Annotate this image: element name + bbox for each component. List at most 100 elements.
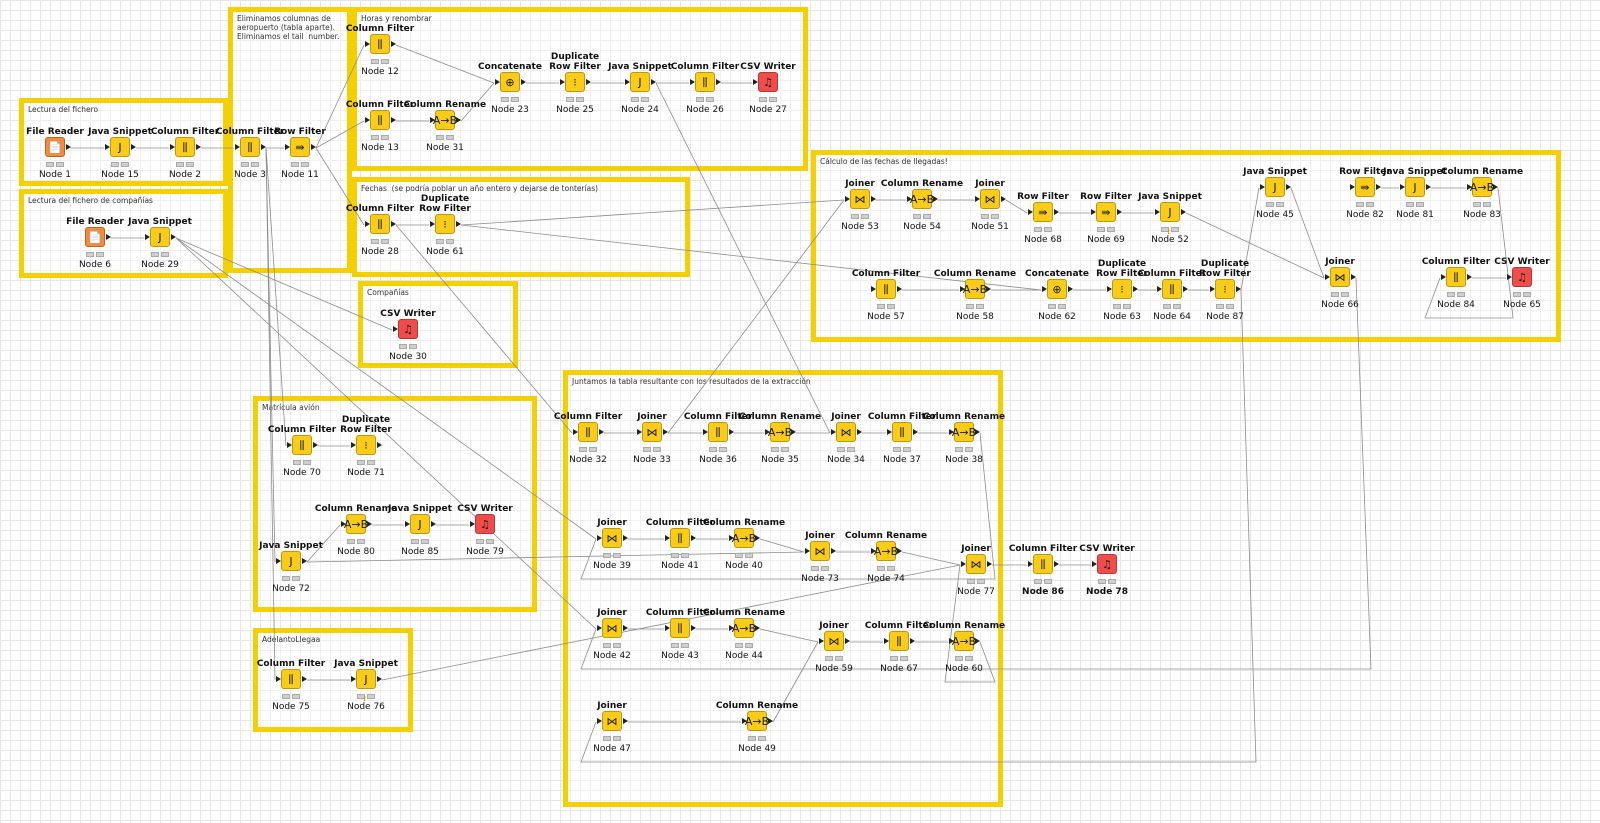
column-rename-icon[interactable]: A→B bbox=[952, 631, 976, 651]
csv-writer-icon[interactable]: ♫ bbox=[398, 319, 418, 339]
output-port[interactable] bbox=[391, 41, 396, 47]
input-port[interactable] bbox=[1350, 184, 1355, 190]
connection-60-77[interactable] bbox=[944, 564, 996, 683]
input-port[interactable] bbox=[351, 442, 356, 448]
input-port[interactable] bbox=[961, 561, 966, 567]
output-port[interactable] bbox=[391, 117, 396, 123]
connection-3-75[interactable] bbox=[265, 147, 276, 681]
connection-29-39[interactable] bbox=[175, 237, 597, 540]
node-23[interactable]: Concatenate⊕Node 23 bbox=[475, 48, 545, 118]
column-rename-icon[interactable]: A→B bbox=[910, 189, 934, 209]
output-port[interactable] bbox=[716, 79, 721, 85]
column-rename-icon[interactable]: A→B bbox=[433, 110, 457, 130]
output-port[interactable] bbox=[755, 535, 760, 541]
connection-33-53[interactable] bbox=[667, 199, 845, 434]
input-port[interactable] bbox=[341, 521, 346, 527]
connection-66-42[interactable] bbox=[580, 277, 1372, 670]
output-port[interactable] bbox=[521, 79, 526, 85]
column-filter-icon[interactable]: ⫼ bbox=[670, 528, 690, 548]
input-port[interactable] bbox=[573, 429, 578, 435]
output-port[interactable] bbox=[913, 429, 918, 435]
input-port[interactable] bbox=[665, 625, 670, 631]
annotation-lectura-companias[interactable]: Lectura del fichero de compañías bbox=[19, 189, 228, 278]
node-82[interactable]: Row Filter⇛Node 82 bbox=[1330, 153, 1400, 223]
duplicate-row-filter-icon[interactable]: ⁝ bbox=[435, 214, 455, 234]
output-port[interactable] bbox=[302, 676, 307, 682]
input-port[interactable] bbox=[393, 326, 398, 332]
java-snippet-icon[interactable]: J bbox=[410, 514, 430, 534]
column-rename-icon[interactable]: A→B bbox=[768, 422, 792, 442]
node-36[interactable]: Column Filter⫼Node 36 bbox=[683, 398, 753, 468]
output-port[interactable] bbox=[1286, 184, 1291, 190]
node-3[interactable]: Column Filter⫼Node 3 bbox=[215, 113, 285, 183]
connection-83-84[interactable] bbox=[1424, 187, 1514, 319]
connection-12-23[interactable] bbox=[395, 44, 495, 84]
input-port[interactable] bbox=[597, 718, 602, 724]
input-port[interactable] bbox=[1441, 274, 1446, 280]
input-port[interactable] bbox=[105, 144, 110, 150]
csv-writer-icon[interactable]: ♫ bbox=[475, 514, 495, 534]
annotation-juntamos[interactable]: Juntamos la tabla resultante con los res… bbox=[563, 370, 1003, 807]
input-port[interactable] bbox=[1028, 209, 1033, 215]
input-port[interactable] bbox=[960, 286, 965, 292]
connection-61-62[interactable] bbox=[460, 224, 1042, 291]
java-snippet-icon[interactable]: J bbox=[1265, 177, 1285, 197]
joiner-icon[interactable]: ⋈ bbox=[850, 189, 870, 209]
java-snippet-icon[interactable]: J bbox=[356, 669, 376, 689]
input-port[interactable] bbox=[949, 638, 954, 644]
connection-44-59[interactable] bbox=[759, 628, 819, 643]
node-59[interactable]: Joiner⋈Node 59 bbox=[799, 607, 869, 677]
output-port[interactable] bbox=[377, 442, 382, 448]
input-port[interactable] bbox=[1107, 286, 1112, 292]
input-port[interactable] bbox=[887, 429, 892, 435]
java-snippet-icon[interactable]: J bbox=[630, 72, 650, 92]
node-13[interactable]: Column Filter⫼Node 13 bbox=[345, 86, 415, 156]
output-port[interactable] bbox=[313, 442, 318, 448]
input-port[interactable] bbox=[405, 521, 410, 527]
csv-writer-icon[interactable]: ♫ bbox=[1512, 267, 1532, 287]
concatenate-icon[interactable]: ⊕ bbox=[1047, 279, 1067, 299]
connection-87-47[interactable] bbox=[580, 289, 1257, 763]
column-filter-icon[interactable]: ⫼ bbox=[370, 110, 390, 130]
annotation-companias[interactable]: Compañías bbox=[358, 281, 518, 368]
input-port[interactable] bbox=[884, 638, 889, 644]
java-snippet-icon[interactable]: J bbox=[110, 137, 130, 157]
input-port[interactable] bbox=[365, 117, 370, 123]
connection-11-13[interactable] bbox=[315, 120, 365, 149]
output-port[interactable] bbox=[367, 521, 372, 527]
row-filter-icon[interactable]: ⇛ bbox=[1033, 202, 1053, 222]
column-rename-icon[interactable]: A→B bbox=[732, 618, 756, 638]
node-78[interactable]: CSV Writer♫Node 78 bbox=[1072, 530, 1142, 600]
output-port[interactable] bbox=[1068, 286, 1073, 292]
connection-72-73[interactable] bbox=[306, 551, 805, 563]
input-port[interactable] bbox=[1467, 184, 1472, 190]
node-33[interactable]: Joiner⋈Node 33 bbox=[617, 398, 687, 468]
node-64[interactable]: Column Filter⫼Node 64 bbox=[1137, 255, 1207, 325]
output-port[interactable] bbox=[196, 144, 201, 150]
input-port[interactable] bbox=[1155, 209, 1160, 215]
duplicate-row-filter-icon[interactable]: ⁝ bbox=[1215, 279, 1235, 299]
connection-38-39[interactable] bbox=[580, 432, 996, 580]
column-rename-icon[interactable]: A→B bbox=[745, 711, 769, 731]
output-port[interactable] bbox=[586, 79, 591, 85]
annotation-matricula[interactable]: Matrícula avión bbox=[253, 396, 537, 612]
input-port[interactable] bbox=[1091, 209, 1096, 215]
column-filter-icon[interactable]: ⫼ bbox=[708, 422, 728, 442]
output-port[interactable] bbox=[663, 429, 668, 435]
column-rename-icon[interactable]: A→B bbox=[963, 279, 987, 299]
output-port[interactable] bbox=[831, 548, 836, 554]
input-port[interactable] bbox=[430, 117, 435, 123]
connection-51-68[interactable] bbox=[1005, 199, 1028, 214]
output-port[interactable] bbox=[651, 79, 656, 85]
output-port[interactable] bbox=[1236, 286, 1241, 292]
connection-28-32[interactable] bbox=[395, 224, 573, 434]
java-snippet-icon[interactable]: J bbox=[150, 227, 170, 247]
node-61[interactable]: Duplicate Row Filter⁝Node 61 bbox=[410, 190, 480, 260]
input-port[interactable] bbox=[729, 535, 734, 541]
input-port[interactable] bbox=[470, 521, 475, 527]
